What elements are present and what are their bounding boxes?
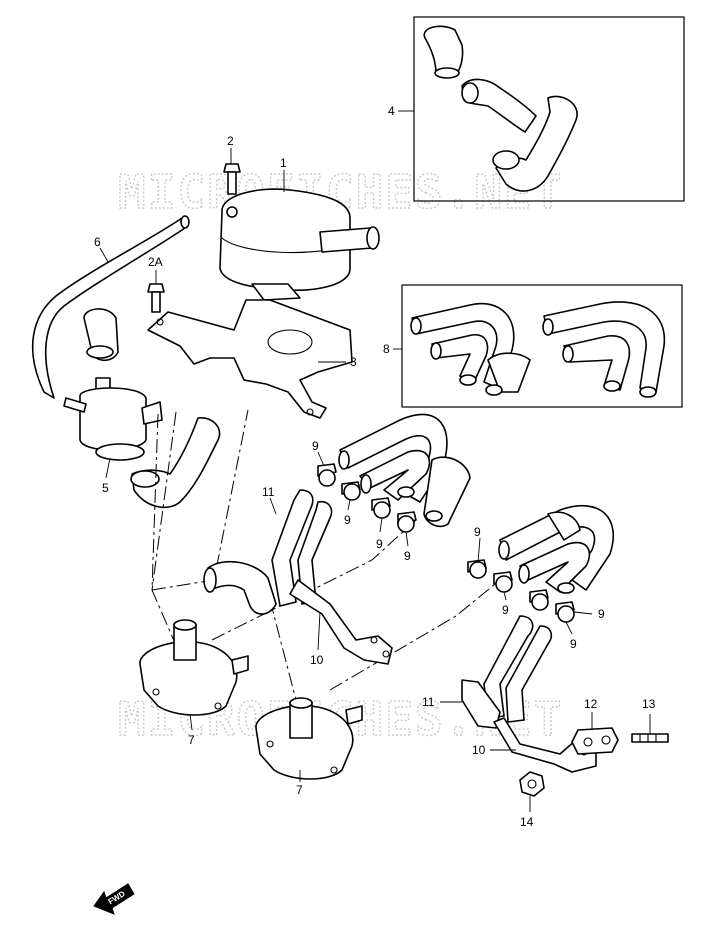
pipe-10-upper <box>289 579 393 665</box>
callout-4: 4 <box>388 104 395 118</box>
clamp-9a <box>317 463 337 487</box>
callout-3: 3 <box>350 355 357 369</box>
callout-2a: 2A <box>148 255 163 269</box>
callout-8: 8 <box>383 342 390 356</box>
u-hose-right <box>542 301 666 398</box>
clamp-9g <box>529 589 549 611</box>
hose-elbow-large <box>492 95 578 192</box>
callout-6: 6 <box>94 235 101 249</box>
air-valve-7-left <box>139 619 249 716</box>
callout-5: 5 <box>102 481 109 495</box>
callout-9-h: 9 <box>570 637 577 651</box>
clamp-9h <box>555 601 575 623</box>
callout-9-b: 9 <box>344 513 351 527</box>
callout-9-g: 9 <box>598 607 605 621</box>
hose-elbow-small <box>423 25 464 79</box>
hose-elbow-medium <box>461 78 537 133</box>
air-valve-7-right <box>255 697 363 780</box>
clamp-set <box>317 463 575 623</box>
clamp-9f <box>493 571 513 593</box>
callout-1: 1 <box>280 156 287 170</box>
u-hoses-middle <box>338 413 615 604</box>
callout-11-upper: 11 <box>262 485 275 499</box>
inset-box-4 <box>413 16 685 202</box>
stud-13 <box>631 733 669 743</box>
u-hose-left <box>410 302 531 396</box>
callout-14: 14 <box>520 815 534 829</box>
bolt-2 <box>223 163 241 195</box>
hose-11-lower <box>461 615 553 729</box>
check-valve-5 <box>63 308 163 461</box>
gasket-12 <box>571 727 619 755</box>
hose-6 <box>31 215 190 399</box>
callout-10-upper: 10 <box>310 653 324 667</box>
bracket-3 <box>147 299 353 419</box>
callout-9-f: 9 <box>502 603 509 617</box>
bolt-2a <box>147 283 165 313</box>
reed-valve-cover <box>219 188 380 301</box>
callout-12: 12 <box>584 697 598 711</box>
clamp-9e <box>467 559 487 579</box>
clamp-9d <box>397 511 417 533</box>
callout-13: 13 <box>642 697 656 711</box>
nut-14 <box>519 771 545 797</box>
callout-7-left: 7 <box>188 733 195 747</box>
callout-11-lower: 11 <box>422 695 435 709</box>
hose-11-upper <box>203 489 333 615</box>
clamp-9b <box>341 481 361 501</box>
callout-2: 2 <box>227 134 234 148</box>
callout-7-right: 7 <box>296 783 303 797</box>
callout-10-lower: 10 <box>472 743 486 757</box>
callout-9-a: 9 <box>312 439 319 453</box>
callout-9-d: 9 <box>404 549 411 563</box>
inset-box-8 <box>401 284 683 408</box>
callout-9-e: 9 <box>474 525 481 539</box>
clamp-9c <box>371 497 391 519</box>
forward-direction-icon: FWD <box>93 883 135 915</box>
callout-9-c: 9 <box>376 537 383 551</box>
hose-elbow-5 <box>130 417 221 509</box>
